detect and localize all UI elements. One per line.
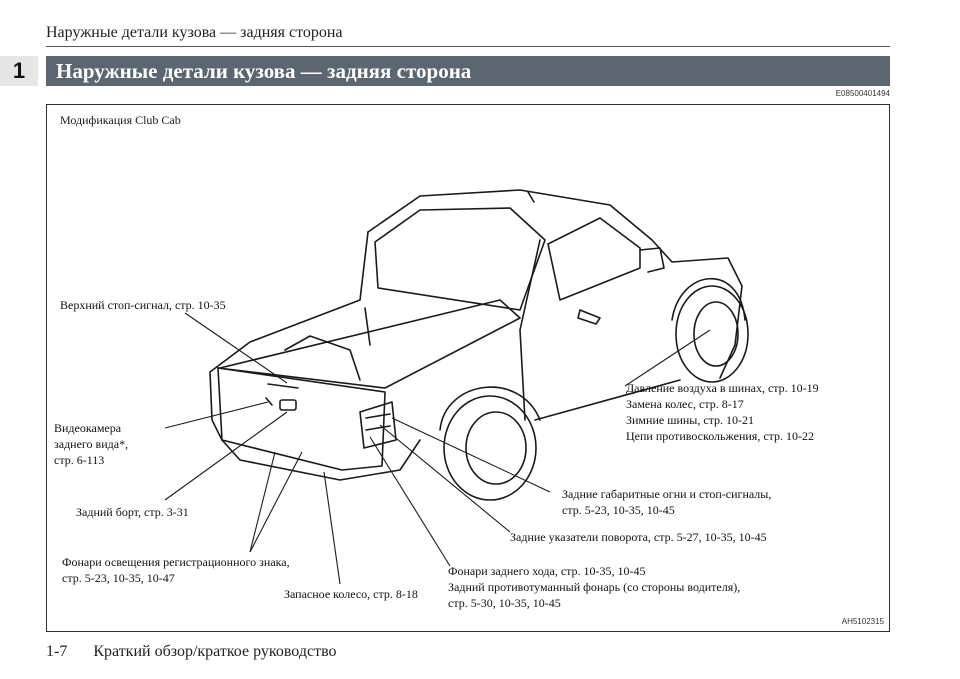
label-reverse-fog-lamps: Фонари заднего хода, стр. 10-35, 10-45 З…	[448, 564, 741, 610]
label-rear-camera: Видеокамера заднего вида*, стр. 6-113	[54, 421, 129, 467]
figure-frame	[46, 104, 890, 632]
label-plate-lamps: Фонари освещения регистрационного знака,…	[62, 555, 290, 585]
label-high-stop-lamp: Верхний стоп-сигнал, стр. 10-35	[60, 298, 226, 312]
running-header: Наружные детали кузова — задняя сторона	[46, 24, 343, 41]
label-turn-signals: Задние указатели поворота, стр. 5-27, 10…	[510, 530, 767, 544]
chapter-tab: 1	[0, 56, 38, 86]
footer-title: Краткий обзор/краткое руководство	[93, 643, 337, 660]
figure-variant-label: Модификация Club Cab	[60, 113, 181, 127]
section-code: E08500401494	[835, 89, 890, 98]
page-footer: 1-7 Краткий обзор/краткое руководство	[46, 643, 337, 661]
page-number: 1-7	[46, 643, 68, 660]
figure-code: AH5102315	[841, 617, 884, 626]
label-tailgate: Задний борт, стр. 3-31	[76, 505, 189, 519]
section-title: Наружные детали кузова — задняя сторона	[46, 56, 890, 86]
label-tail-stop-lamps: Задние габаритные огни и стоп-сигналы, с…	[562, 487, 772, 517]
header-rule	[46, 46, 890, 47]
label-tires: Давление воздуха в шинах, стр. 10-19 Зам…	[626, 381, 819, 443]
label-spare-wheel: Запасное колесо, стр. 8-18	[284, 587, 418, 601]
